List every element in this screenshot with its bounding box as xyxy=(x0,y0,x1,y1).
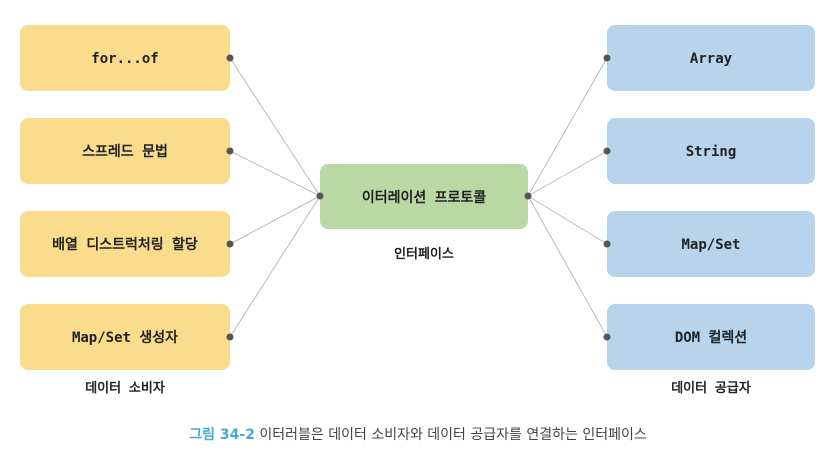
consumer-connector-dot xyxy=(226,54,234,62)
consumer-connector-dot xyxy=(226,147,234,155)
consumer-connector-line xyxy=(229,57,321,197)
consumer-connector-line xyxy=(229,195,321,338)
figure-number: 그림 34-2 xyxy=(189,427,255,443)
consumer-connector-line xyxy=(229,150,321,197)
provider-connector-line xyxy=(527,150,608,197)
consumer-box-for-of: for...of xyxy=(20,25,230,91)
interface-left-dot xyxy=(316,192,324,200)
provider-connector-dot xyxy=(603,333,611,341)
figure-caption: 그림 34-2 이터러블은 데이터 소비자와 데이터 공급자를 연결하는 인터페… xyxy=(0,424,836,444)
consumer-box-map-set-constructor: Map/Set 생성자 xyxy=(20,304,230,370)
provider-connector-dot xyxy=(603,240,611,248)
provider-connector-dot xyxy=(603,147,611,155)
consumer-box-array-destructuring: 배열 디스트럭처링 할당 xyxy=(20,211,230,277)
consumer-label-for-of: for...of xyxy=(91,51,158,67)
consumer-label-spread-syntax: 스프레드 문법 xyxy=(82,144,168,160)
interface-right-dot xyxy=(524,192,532,200)
provider-connector-line xyxy=(527,57,608,197)
provider-connector-line xyxy=(527,195,608,245)
consumers-caption: 데이터 소비자 xyxy=(85,380,165,396)
consumer-label-map-set-constructor: Map/Set 생성자 xyxy=(72,330,178,346)
connector-dots xyxy=(226,54,611,341)
consumer-connector-line xyxy=(229,195,321,245)
figure-caption-text: 이터러블은 데이터 소비자와 데이터 공급자를 연결하는 인터페이스 xyxy=(259,427,647,443)
consumer-label-array-destructuring: 배열 디스트럭처링 할당 xyxy=(52,236,198,253)
consumer-connector-dot xyxy=(226,333,234,341)
provider-connector-line xyxy=(527,195,608,338)
interface-label: 이터레이션 프로토콜 xyxy=(362,189,486,206)
provider-label-dom-collection: DOM 컬렉션 xyxy=(675,329,747,346)
provider-label-array: Array xyxy=(690,51,733,67)
provider-box-array: Array xyxy=(607,25,815,91)
interface-caption: 인터페이스 xyxy=(394,246,454,262)
provider-box-map-set: Map/Set xyxy=(607,211,815,277)
provider-box-dom-collection: DOM 컬렉션 xyxy=(607,304,815,370)
consumer-box-spread-syntax: 스프레드 문법 xyxy=(20,118,230,184)
providers-caption: 데이터 공급자 xyxy=(671,380,751,396)
interface-box: 이터레이션 프로토콜 xyxy=(320,164,528,229)
connector-lines xyxy=(229,57,608,338)
provider-box-string: String xyxy=(607,118,815,184)
provider-label-map-set: Map/Set xyxy=(681,237,740,253)
provider-connector-dot xyxy=(603,54,611,62)
provider-label-string: String xyxy=(686,144,737,160)
consumer-connector-dot xyxy=(226,240,234,248)
